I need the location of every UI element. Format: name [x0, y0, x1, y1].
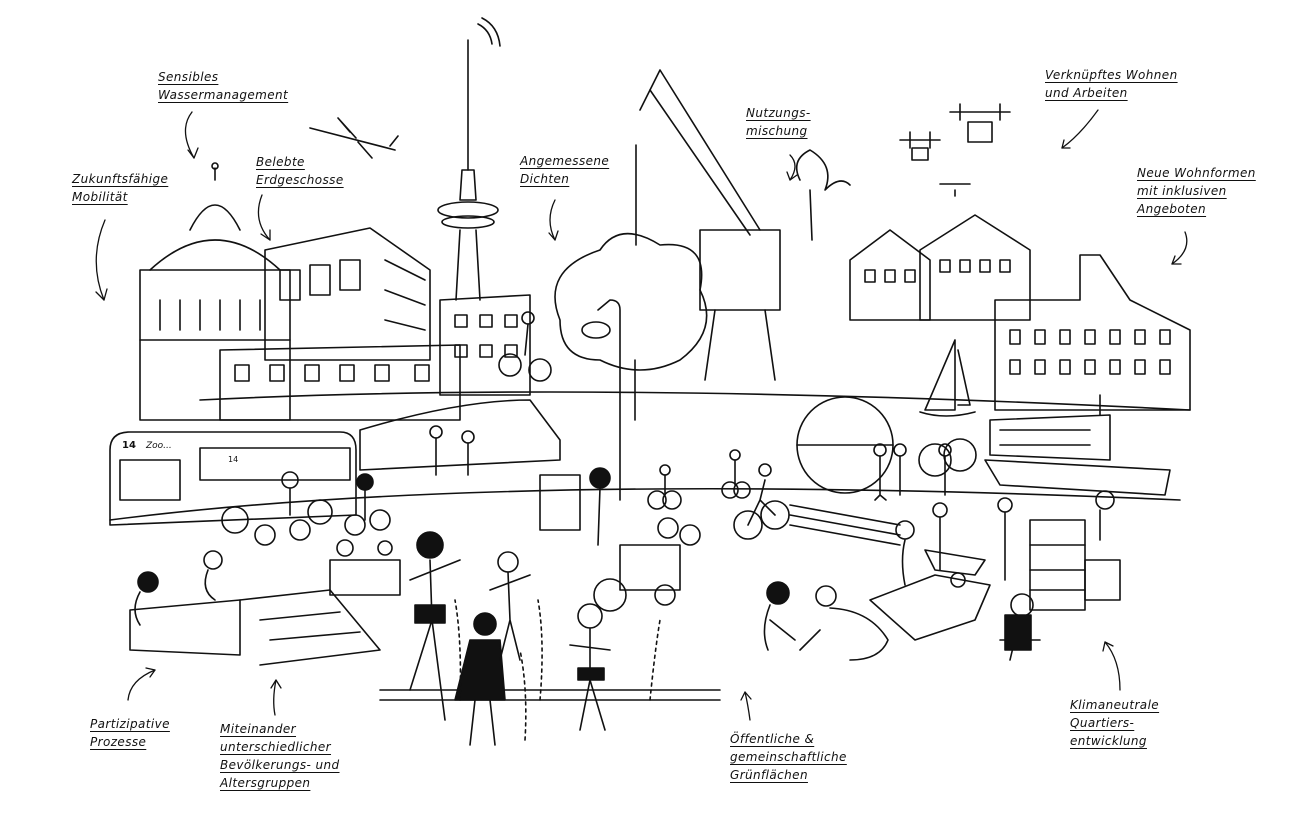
bus-route-number: 14 — [122, 440, 136, 451]
drones — [899, 103, 1011, 197]
bus-destination: Zoo... — [145, 441, 172, 451]
ground-lines — [109, 391, 1191, 701]
ferry-ship — [984, 394, 1171, 496]
raised-bed-left — [129, 589, 381, 666]
fountain-jets — [454, 599, 661, 741]
label-angemessene-dichten: Angemessene Dichten — [520, 154, 610, 186]
people — [134, 311, 1115, 746]
harbour-crane — [635, 69, 781, 381]
spheres — [796, 396, 977, 494]
plaza-benches — [539, 474, 901, 546]
street-lamp — [581, 299, 621, 501]
label-partizipative-prozesse: Partizipative Prozesse — [90, 717, 170, 749]
label-neue-wohnformen: Neue Wohnformen mit inklusiven Angeboten — [1137, 166, 1256, 216]
plane — [309, 117, 399, 159]
townhouse-row — [219, 344, 461, 421]
bus — [109, 431, 357, 534]
bus-side-route: 14 — [228, 455, 238, 464]
label-nutzungsmischung: Nutzungs- mischung — [746, 106, 811, 138]
skate-ramp — [359, 399, 561, 471]
gabled-houses — [849, 214, 1191, 411]
label-miteinander: Miteinander unterschiedlicher Bevölkerun… — [220, 722, 340, 790]
label-verknuepftes-wohnen: Verknüpftes Wohnen und Arbeiten — [1045, 68, 1178, 100]
tree — [554, 232, 708, 421]
beehive — [1029, 519, 1121, 611]
raised-bed-right — [869, 574, 991, 641]
sailboat — [919, 339, 976, 417]
annotation-arrows — [95, 109, 1188, 721]
apartment-block — [439, 294, 531, 396]
label-klimaneutrale-quartiersentwicklung: Klimaneutrale Quartiers- entwicklung — [1070, 698, 1160, 748]
sculpture — [795, 149, 851, 241]
office-block — [264, 227, 431, 361]
label-belebte-erdgeschosse: Belebte Erdgeschosse — [256, 155, 344, 187]
label-oeffentliche-gruenflaechen: Öffentliche & gemeinschaftliche Grünfläc… — [730, 732, 847, 782]
label-sensibles-wassermanagement: Sensibles Wassermanagement — [158, 70, 289, 102]
tv-tower — [437, 17, 501, 301]
label-zukunftsfaehige-mobilitaet: Zukunftsfähige Mobilität — [72, 172, 169, 204]
